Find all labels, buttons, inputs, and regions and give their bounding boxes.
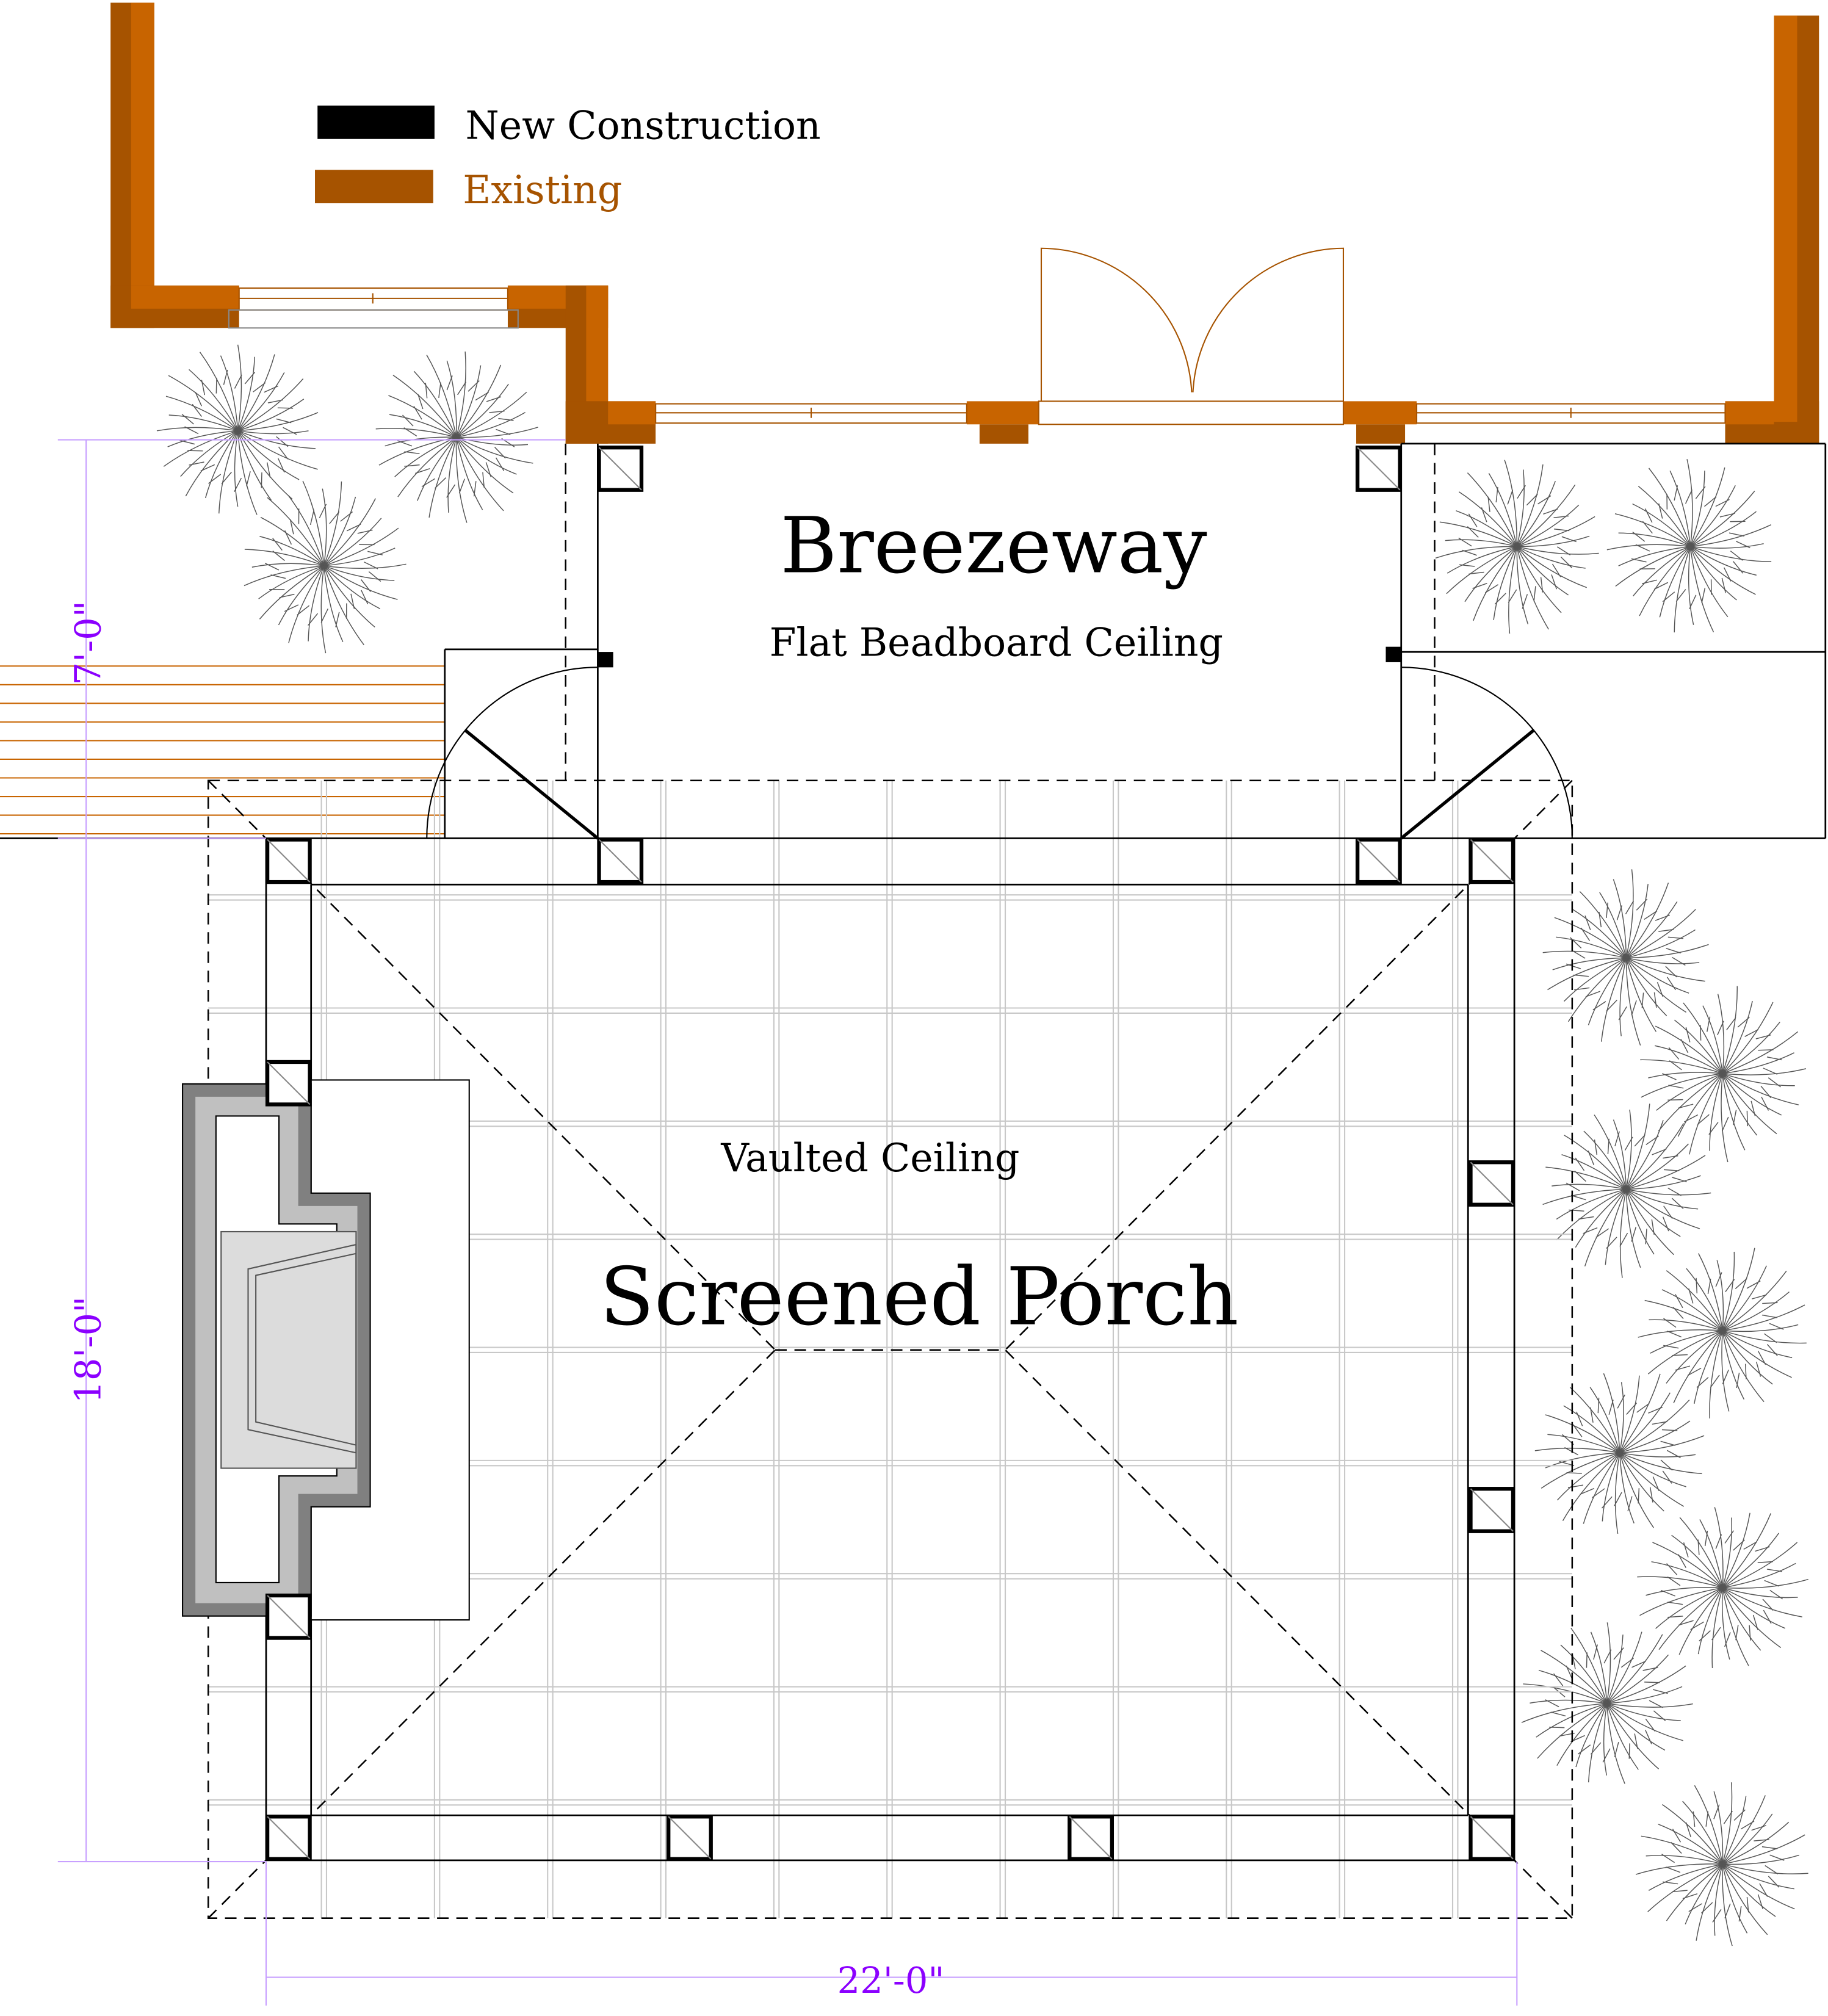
column	[1469, 1160, 1516, 1207]
column	[265, 1593, 312, 1640]
dimension-porch-width: 22'-0"	[837, 1959, 945, 2001]
legend: New Construction Existing	[315, 103, 821, 212]
porch-beams	[265, 837, 1516, 1862]
shrub-icon	[1640, 986, 1807, 1163]
breezeway-title: Breezeway	[781, 501, 1208, 591]
breezeway-ceiling: Flat Beadboard Ceiling	[770, 620, 1223, 665]
legend-label-existing: Existing	[463, 167, 622, 212]
existing-walls	[110, 2, 1819, 444]
dimension-porch-depth: 18'-0"	[67, 1296, 109, 1404]
shrub-icon	[1606, 459, 1772, 633]
shrub-icon	[1542, 869, 1709, 1046]
shrub-icon	[1534, 1373, 1705, 1534]
legend-swatch-existing	[315, 170, 433, 204]
landscape-shrubs	[156, 344, 1808, 1946]
windows	[228, 247, 1726, 425]
shrub-icon	[375, 351, 538, 523]
shrub-icon	[1637, 1507, 1808, 1669]
column	[597, 446, 644, 492]
light-fixture-right	[1385, 646, 1401, 662]
shrub-icon	[1635, 1782, 1808, 1946]
dimension-breezeway-depth: 7'-0"	[67, 601, 109, 685]
porch-title: Screened Porch	[599, 1251, 1238, 1343]
column	[597, 837, 644, 884]
legend-label-new: New Construction	[465, 103, 820, 148]
shrub-icon	[1521, 1622, 1693, 1784]
light-fixture-left	[598, 652, 613, 668]
column	[1355, 446, 1402, 492]
shrub-icon	[1542, 1104, 1711, 1278]
column	[1469, 837, 1516, 884]
breezeway-walls	[0, 443, 1827, 840]
dimension-lines	[57, 439, 1518, 2006]
shrub-icon	[156, 344, 319, 515]
column	[265, 1815, 312, 1861]
deck-boards	[0, 665, 445, 835]
shrub-icon	[244, 480, 406, 654]
shrub-icon	[1638, 1248, 1807, 1418]
column	[667, 1815, 713, 1861]
column	[265, 837, 312, 884]
shrub-icon	[1435, 460, 1599, 634]
column	[1469, 1815, 1516, 1861]
legend-swatch-new	[317, 105, 435, 139]
column	[265, 1060, 312, 1107]
roof-outline	[207, 443, 1573, 1919]
column	[1068, 1815, 1115, 1861]
column	[1469, 1487, 1516, 1533]
columns	[265, 446, 1516, 1861]
column	[1355, 837, 1402, 884]
fireplace	[182, 1079, 470, 1621]
porch-ceiling: Vaulted Ceiling	[720, 1135, 1019, 1180]
